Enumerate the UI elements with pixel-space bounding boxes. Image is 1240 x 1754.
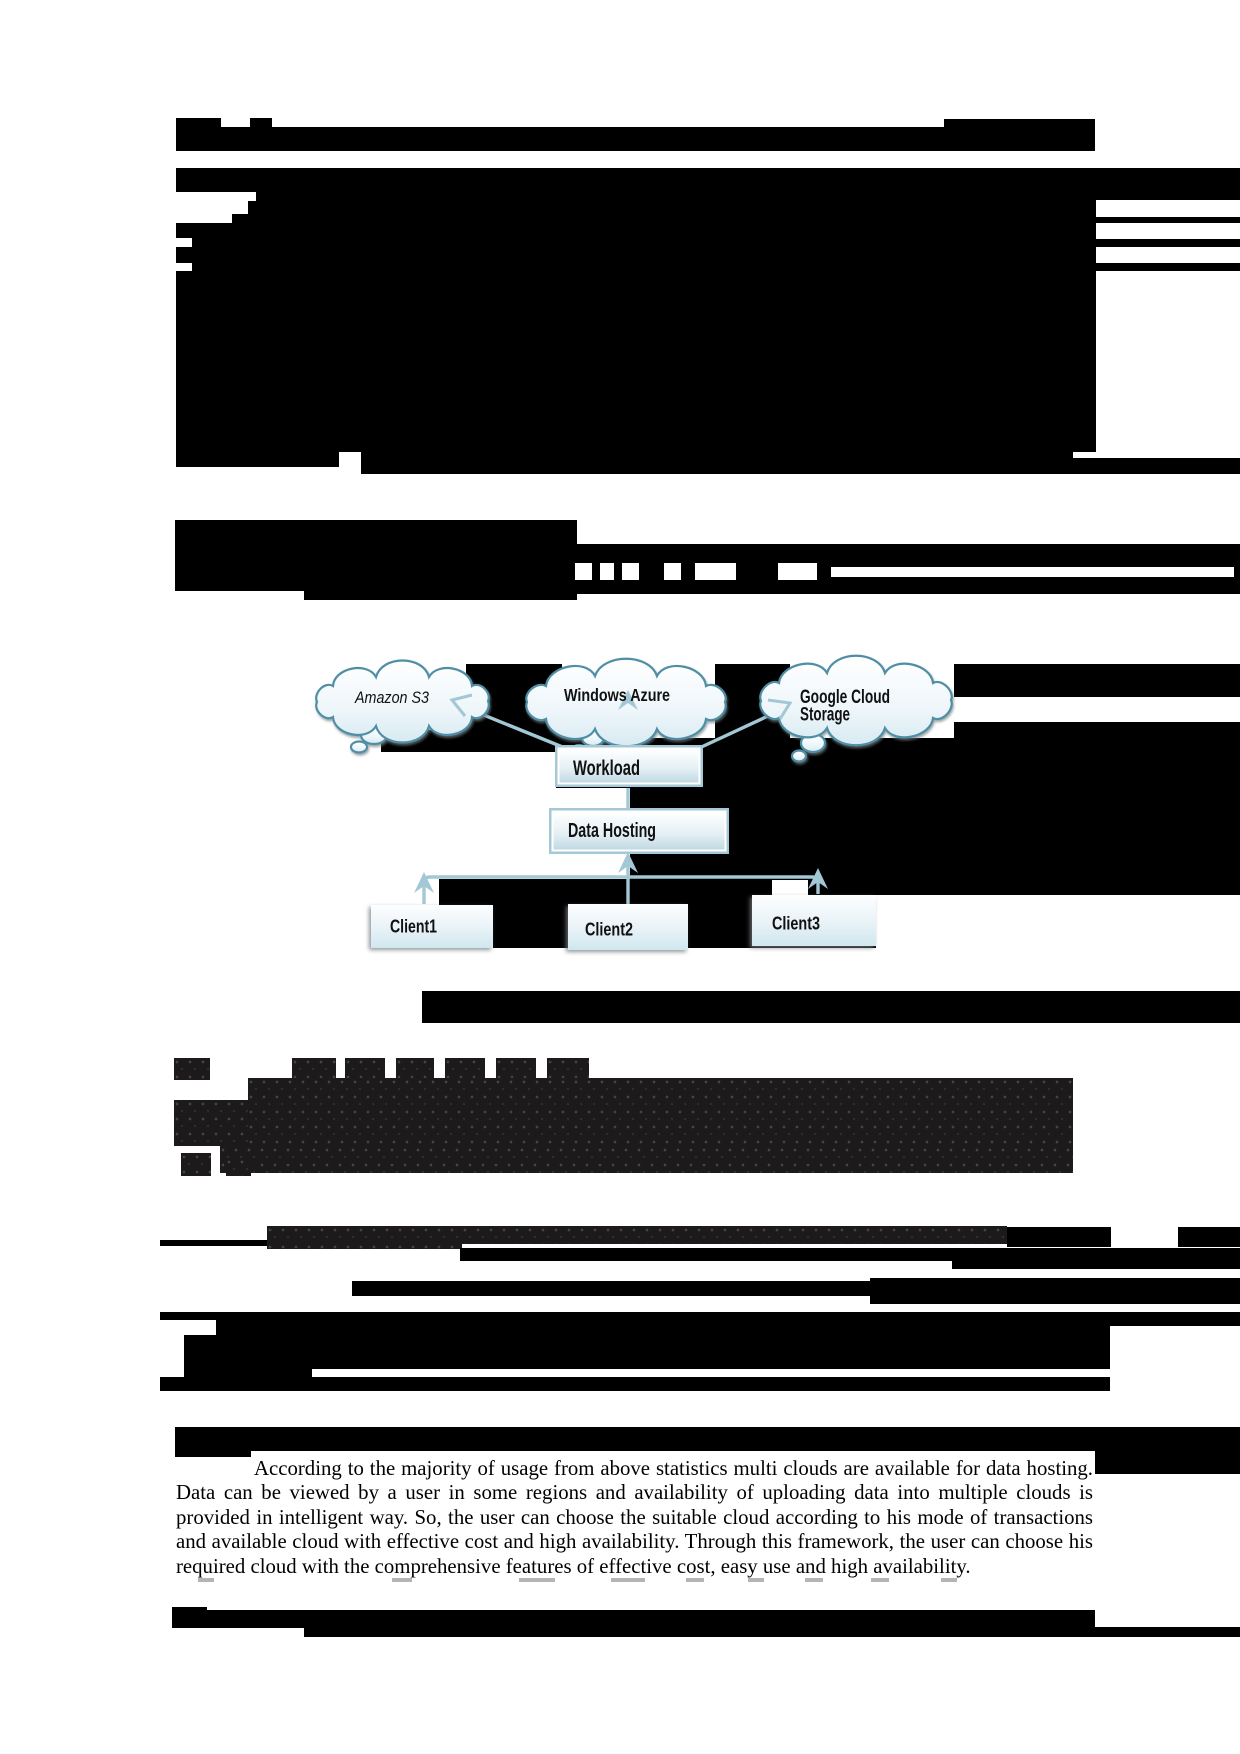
svg-text:Amazon S3: Amazon S3 [354, 688, 429, 707]
svg-text:Windows Azure: Windows Azure [564, 685, 670, 705]
svg-text:Storage: Storage [800, 705, 850, 726]
svg-text:Client3: Client3 [772, 914, 820, 934]
svg-text:Workload: Workload [573, 757, 640, 780]
svg-text:Client2: Client2 [585, 920, 633, 940]
svg-text:Google Cloud: Google Cloud [800, 687, 890, 708]
svg-text:Data Hosting: Data Hosting [568, 820, 656, 842]
svg-text:Client1: Client1 [390, 917, 437, 937]
